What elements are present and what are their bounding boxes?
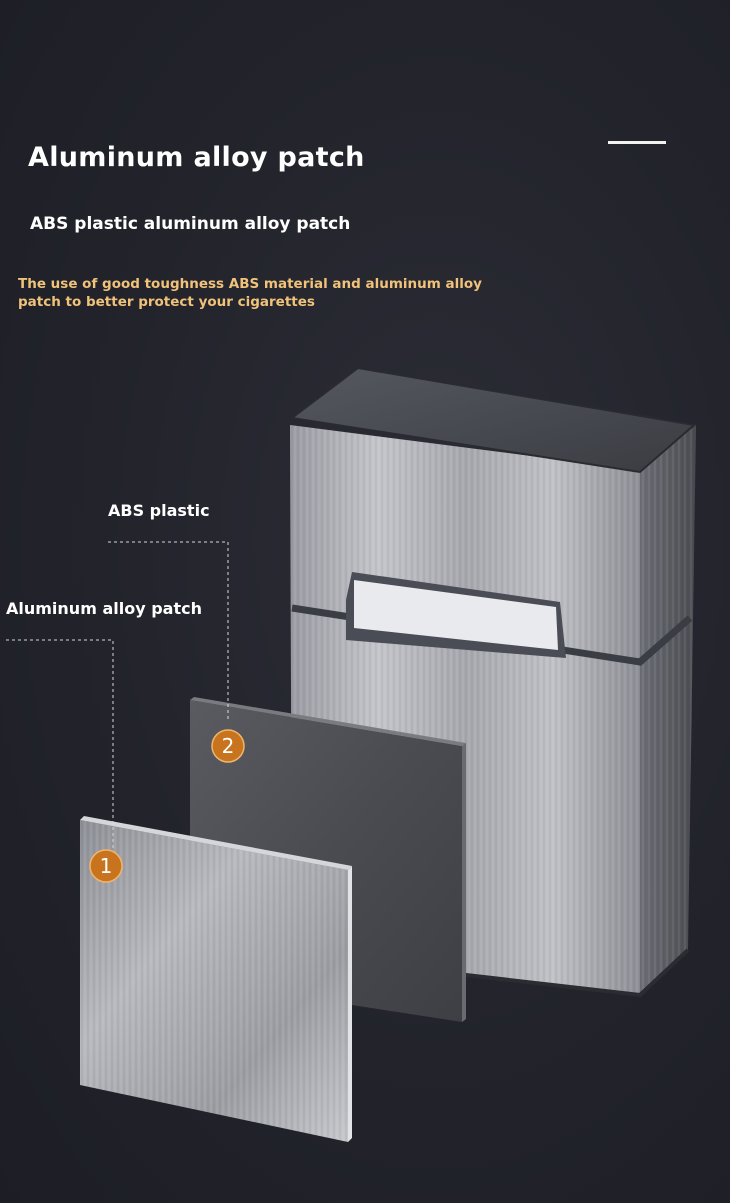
abs-callout-line — [108, 541, 229, 720]
aluminum-alloy-patch — [80, 816, 352, 1142]
svg-text:2: 2 — [222, 734, 235, 758]
badge-2: 2 — [211, 729, 245, 763]
callout-lines — [6, 541, 229, 848]
aluminum-callout-line — [6, 639, 114, 848]
description-text: The use of good toughness ABS material a… — [18, 276, 482, 310]
aluminum-alloy-patch-label: Aluminum alloy patch — [6, 599, 202, 618]
page-subtitle: ABS plastic aluminum alloy patch — [30, 214, 351, 234]
page-title: Aluminum alloy patch — [28, 142, 365, 173]
accent-line — [608, 141, 666, 144]
badge-1: 1 — [89, 849, 123, 883]
svg-text:1: 1 — [100, 854, 113, 878]
abs-plastic-label: ABS plastic — [108, 501, 210, 520]
